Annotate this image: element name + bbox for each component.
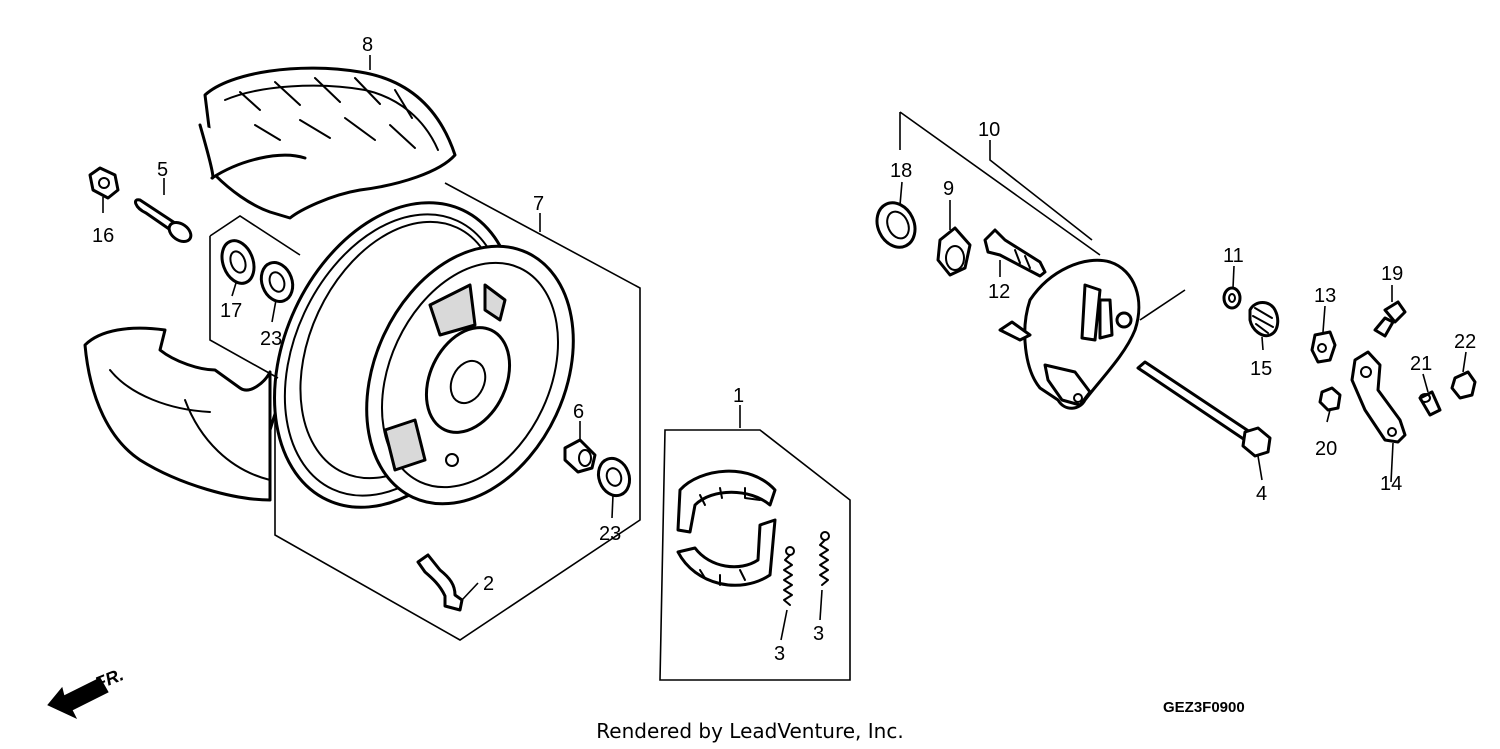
callout-3b: 3 (813, 623, 824, 645)
tire-valve (416, 553, 464, 612)
callout-23b: 23 (599, 523, 621, 545)
front-direction-arrow: FR. (47, 664, 126, 720)
arm-bolt (1373, 300, 1407, 338)
axle-bolt (1136, 360, 1272, 458)
diagram-code: GEZ3F0900 (1163, 699, 1245, 716)
callout-21: 21 (1410, 353, 1432, 375)
axle-nut (88, 166, 120, 200)
callout-2: 2 (483, 573, 494, 595)
callouts: 1 2 3 3 4 5 6 7 8 9 10 11 12 13 14 15 16… (92, 34, 1476, 665)
adjusting-nut (1450, 370, 1477, 400)
callout-16: 16 (92, 225, 114, 247)
wheel-rim (273, 201, 575, 509)
bearing-17 (220, 239, 256, 285)
callout-8: 8 (362, 34, 373, 56)
callout-3a: 3 (774, 643, 785, 665)
brake-arm (1350, 350, 1407, 444)
speedometer-gear (936, 226, 972, 277)
callout-22: 22 (1454, 331, 1476, 353)
brake-cam (983, 228, 1047, 278)
return-spring (1248, 301, 1280, 338)
leader-lines (102, 55, 1467, 641)
wear-indicator-plate (1310, 330, 1337, 364)
callout-7: 7 (533, 193, 544, 215)
arm-nut (1318, 386, 1342, 412)
credit-text: Rendered by LeadVenture, Inc. (596, 719, 903, 743)
bearing-23-left (259, 261, 295, 303)
brake-shoes (676, 469, 777, 587)
brake-spring-right (819, 531, 830, 586)
washer (1222, 286, 1242, 310)
callout-10: 10 (978, 119, 1000, 141)
bearing-23-right (596, 456, 632, 498)
brake-spring-left (783, 546, 795, 606)
callout-23a: 23 (260, 328, 282, 350)
callout-13: 13 (1314, 285, 1336, 307)
callout-4: 4 (1256, 483, 1267, 505)
callout-20: 20 (1315, 438, 1337, 460)
callout-18: 18 (890, 160, 912, 182)
callout-6: 6 (573, 401, 584, 423)
callout-9: 9 (943, 178, 954, 200)
callout-14: 14 (1380, 473, 1402, 495)
callout-1: 1 (733, 385, 744, 407)
joint-pin (1418, 390, 1442, 417)
callout-12: 12 (988, 281, 1010, 303)
callout-5: 5 (157, 159, 168, 181)
front-direction-label: FR. (92, 664, 126, 693)
callout-17: 17 (220, 300, 242, 322)
distance-collar (563, 438, 597, 474)
brake-panel (998, 258, 1141, 410)
callout-15: 15 (1250, 358, 1272, 380)
callout-11: 11 (1223, 245, 1244, 267)
spacer-collar (134, 198, 193, 244)
oil-seal (875, 201, 917, 249)
callout-19: 19 (1381, 263, 1403, 285)
